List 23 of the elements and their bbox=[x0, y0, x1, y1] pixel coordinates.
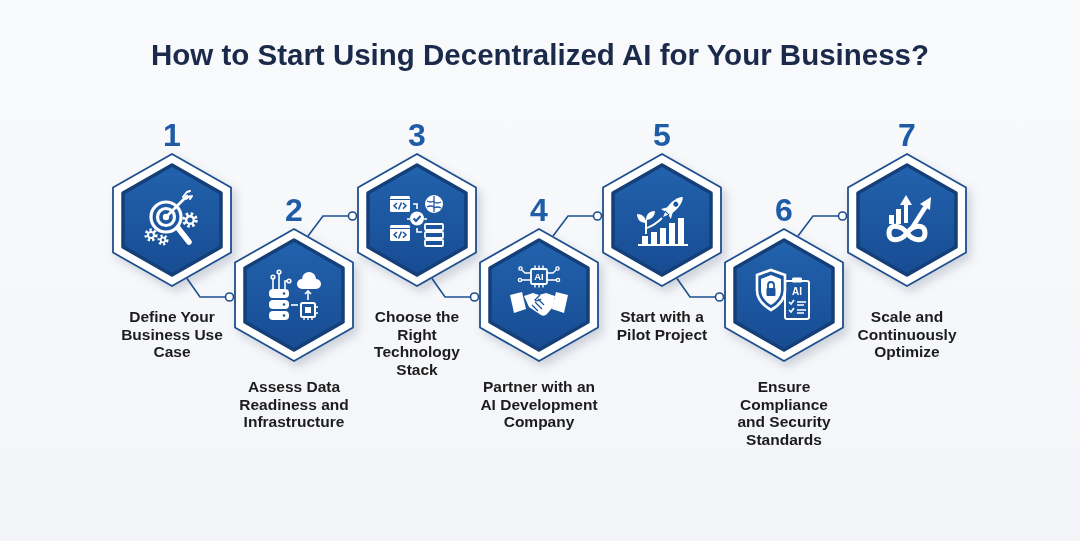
step-number: 6 bbox=[775, 194, 793, 226]
step-label: Partner with an AI Development Company bbox=[479, 378, 599, 431]
step-label: Choose the Right Technology Stack bbox=[373, 308, 461, 378]
title: How to Start Using Decentralized AI for Your Business? bbox=[150, 37, 930, 73]
step-label: Define Your Business Use Case bbox=[120, 308, 224, 361]
step-number: 5 bbox=[653, 119, 671, 151]
connector-line bbox=[431, 277, 480, 302]
step-number: 4 bbox=[530, 194, 548, 226]
step-label: Scale and Continuously Optimize bbox=[856, 308, 958, 361]
step-number: 2 bbox=[285, 194, 303, 226]
connector-line bbox=[797, 211, 848, 237]
step-number: 3 bbox=[408, 119, 426, 151]
step-label: Ensure Compliance and Security Standards bbox=[736, 378, 832, 448]
icon-text: AI bbox=[792, 287, 802, 297]
connector-line bbox=[307, 211, 358, 237]
step-label: Start with a Pilot Project bbox=[615, 308, 709, 343]
connector-line bbox=[552, 211, 603, 237]
connector-line bbox=[676, 277, 725, 302]
step-label: Assess Data Readiness and Infrastructure bbox=[238, 378, 350, 431]
step-number: 1 bbox=[163, 119, 181, 151]
connector-line bbox=[186, 277, 235, 302]
icon-text: AI bbox=[534, 271, 544, 282]
step-number: 7 bbox=[898, 119, 916, 151]
